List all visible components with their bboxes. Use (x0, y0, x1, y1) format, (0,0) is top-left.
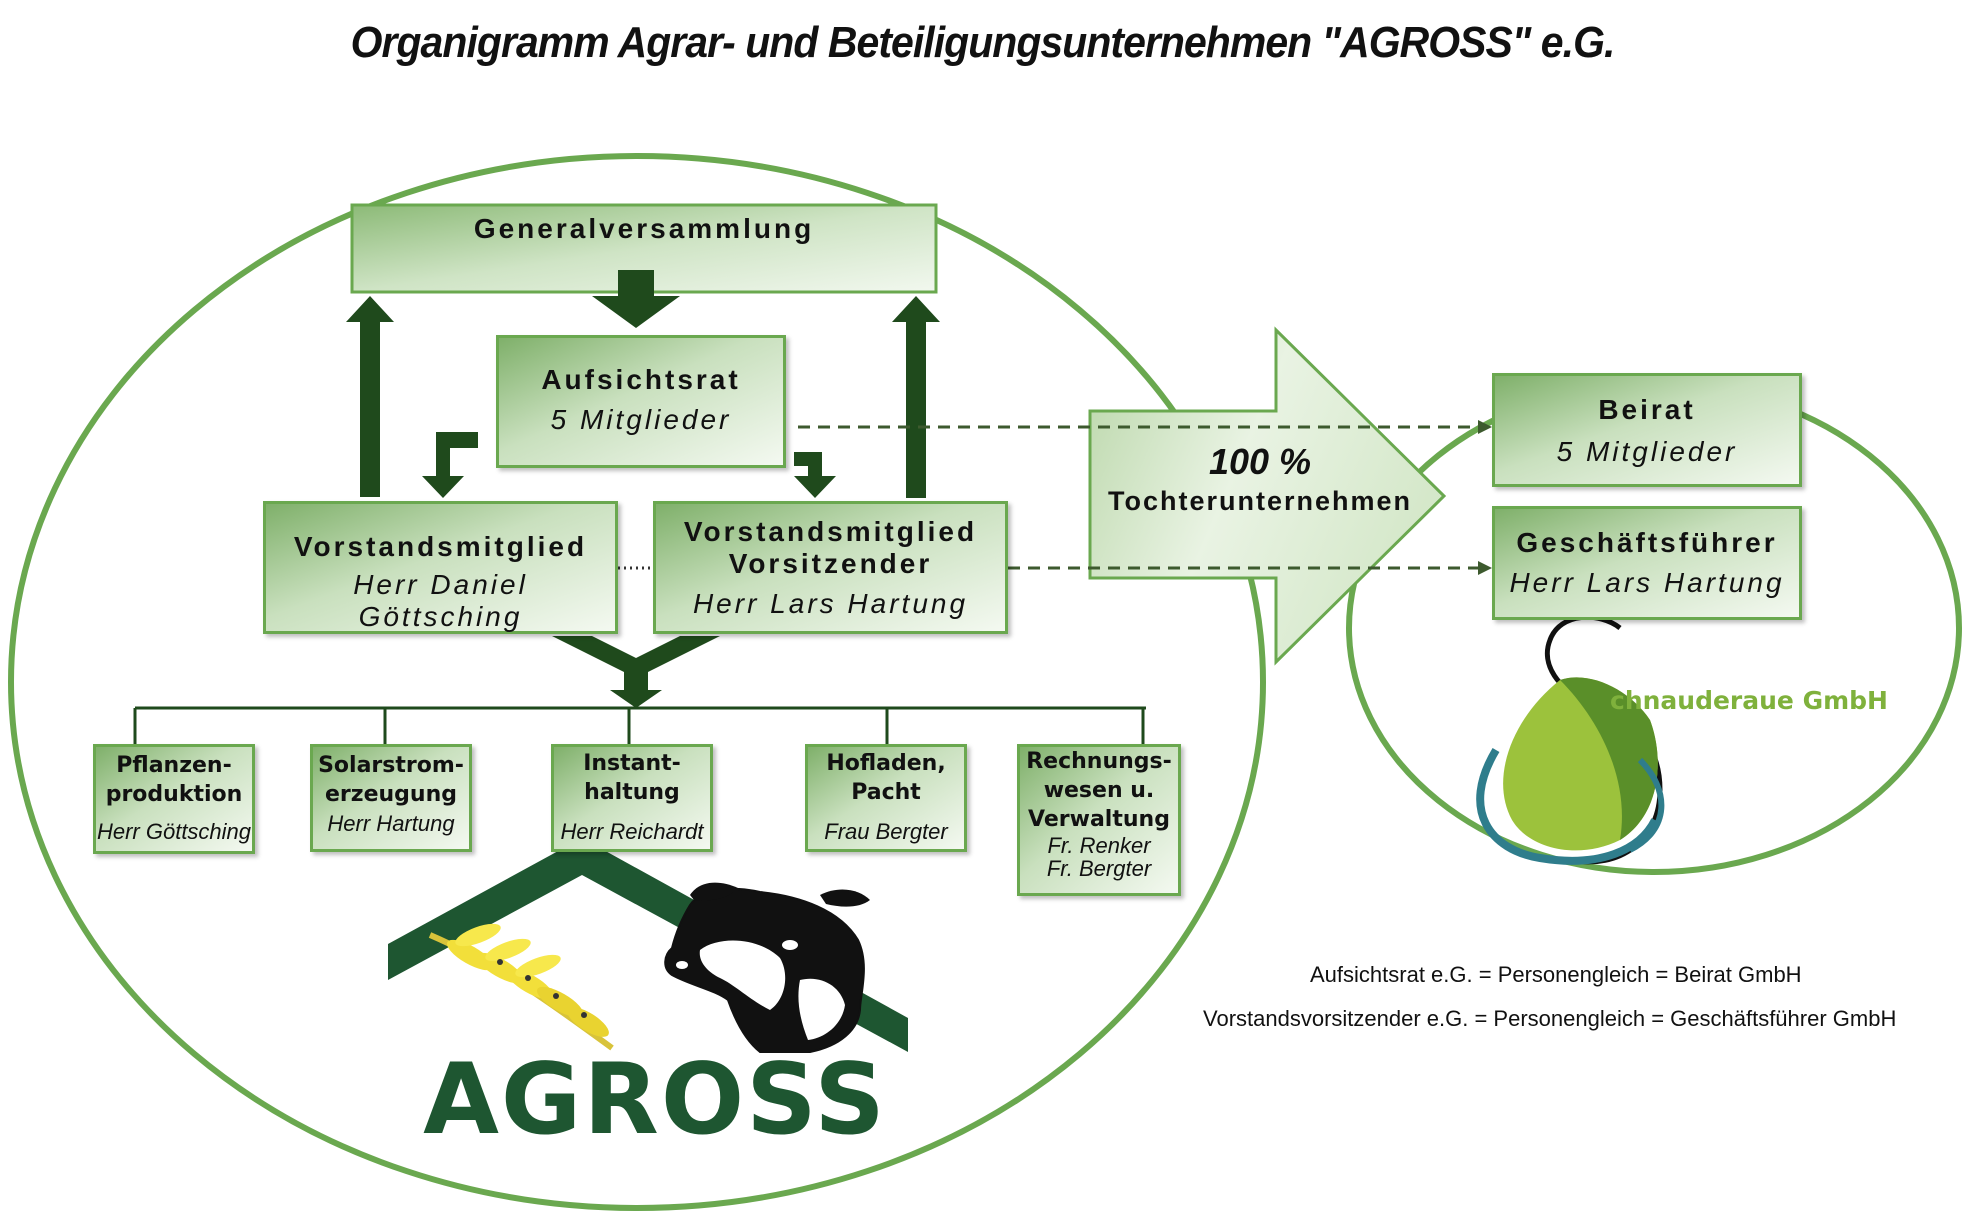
board-merge-arrow-icon (552, 636, 720, 708)
general-assembly-banner (350, 203, 938, 294)
department-title: produktion (105, 782, 243, 807)
department-title: Rechnungs- (1026, 749, 1172, 774)
legend-line-2: Vorstandsvorsitzender e.G. = Personengle… (1203, 1006, 1897, 1031)
department-title: Instant- (583, 751, 681, 776)
department-title: wesen u. (1043, 778, 1155, 803)
department-person: Herr Reichardt (560, 819, 704, 844)
department-title: Solarstrom- (318, 753, 464, 778)
board-member-title: Vorstandsmitglied (293, 531, 588, 562)
department-person: Herr Göttsching (96, 819, 252, 844)
department-title: erzeugung (325, 782, 457, 807)
agross-logo-text: AGROSS (423, 1043, 887, 1157)
department-box-accounting: Rechnungs- wesen u. Verwaltung Fr. Renke… (1017, 744, 1181, 896)
supervisory-board-box: Aufsichtsrat 5 Mitglieder (496, 335, 786, 468)
roof-icon (388, 838, 908, 1052)
arrow-bent-right-icon (794, 436, 836, 498)
subsidiary-percent: 100 % (1208, 441, 1312, 482)
advisory-board-members: 5 Mitglieder (1556, 436, 1738, 467)
cooperative-ellipse (8, 153, 1266, 1211)
water-swirl-icon (1476, 747, 1659, 865)
department-title: Hofladen, (826, 751, 946, 776)
supervisory-board-members: 5 Mitglieder (550, 404, 732, 435)
arrow-bent-left-icon (422, 432, 478, 498)
department-person: Fr. Bergter (1046, 856, 1152, 881)
department-box-farm-shop: Hofladen, Pacht Frau Bergter (805, 744, 967, 852)
department-title: Verwaltung (1028, 807, 1170, 832)
board-chair-title: Vorstandsmitglied (683, 516, 978, 547)
arrow-up-right-icon (892, 296, 940, 498)
schnauderaue-logo-text: chnauderaue GmbH (1610, 686, 1888, 715)
managing-director-box: Geschäftsführer Herr Lars Hartung (1492, 506, 1802, 620)
subsidiary-arrow-label: 100 % Tochterunternehmen (1090, 440, 1430, 517)
schnauderaue-logo-graphic (1476, 614, 1665, 865)
board-chair-role: Vorsitzender (728, 548, 933, 579)
department-box-maintenance: Instant- haltung Herr Reichardt (551, 744, 713, 852)
board-member-name: Herr Daniel Göttsching (353, 569, 528, 632)
agross-logo-graphic (388, 838, 908, 1053)
arrow-up-left-icon (346, 296, 394, 497)
department-title: haltung (584, 780, 680, 805)
dashed-arrowhead-icon (1478, 561, 1492, 575)
department-title: Pacht (851, 780, 921, 805)
general-assembly-label: Generalversammlung (473, 213, 815, 244)
department-person: Herr Hartung (327, 811, 455, 836)
water-swirl-icon (1628, 757, 1665, 853)
arrow-down-icon (592, 270, 680, 328)
cow-head-icon (664, 882, 870, 1053)
department-person: Frau Bergter (824, 819, 948, 844)
department-title: Pflanzen- (116, 753, 232, 778)
subsidiary-label: Tochterunternehmen (1107, 486, 1413, 516)
managing-director-name: Herr Lars Hartung (1509, 567, 1785, 598)
subsidiary-arrow-shape (1088, 326, 1447, 666)
department-box-plant-production: Pflanzen- produktion Herr Göttsching (93, 744, 255, 854)
advisory-board-title: Beirat (1598, 394, 1696, 425)
department-person: Fr. Renker (1047, 833, 1151, 858)
board-member-box: Vorstandsmitglied Herr Daniel Göttsching (263, 501, 618, 634)
department-box-solar: Solarstrom- erzeugung Herr Hartung (310, 744, 472, 852)
leaf-shade-icon (1560, 677, 1658, 840)
managing-director-title: Geschäftsführer (1516, 527, 1778, 558)
board-chair-box: Vorstandsmitglied Vorsitzender Herr Lars… (653, 501, 1008, 634)
advisory-board-box: Beirat 5 Mitglieder (1492, 373, 1802, 487)
legend-line-1: Aufsichtsrat e.G. = Personengleich = Bei… (1310, 962, 1802, 987)
board-chair-name: Herr Lars Hartung (692, 588, 969, 619)
wheat-icon (428, 923, 614, 1051)
page-title: Organigramm Agrar- und Beteiligungsunter… (350, 18, 1616, 67)
supervisory-board-title: Aufsichtsrat (541, 364, 741, 395)
dashed-arrowhead-icon (1478, 420, 1492, 434)
